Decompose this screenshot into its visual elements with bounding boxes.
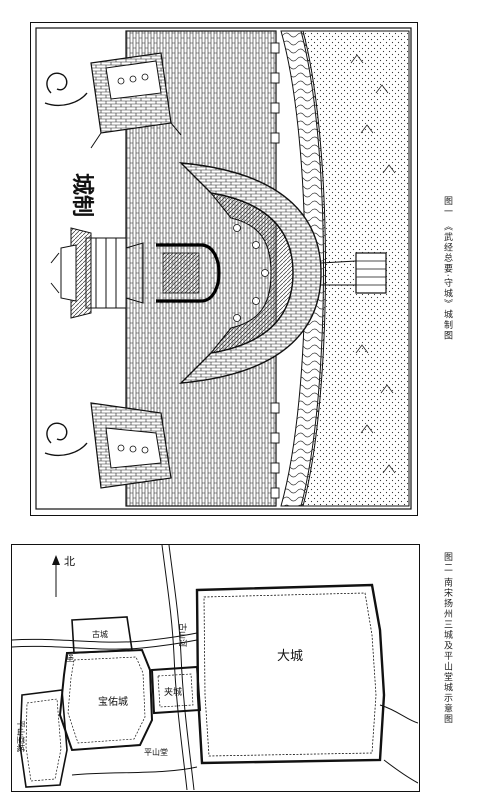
- da-cheng-outline: [195, 583, 386, 765]
- bao-you-cheng-label: 宝佑城: [98, 695, 128, 708]
- figure-yangzhou-three-cities-map: 北 大城 古山河 夹城 宝佑城: [11, 544, 420, 792]
- city-plan-title: 城制: [69, 173, 95, 217]
- ping-shan-tang-label: 平山堂: [144, 747, 168, 757]
- yangzhou-map-drawing: 北 大城 古山河 夹城 宝佑城: [12, 545, 418, 790]
- north-label: 北: [64, 555, 75, 568]
- north-arrow-icon: [52, 555, 60, 597]
- gu-cheng-label: 古城: [92, 629, 108, 639]
- city-plan-drawing: 城制: [35, 27, 412, 510]
- figure-city-plan-woodblock: 城制: [30, 22, 418, 516]
- gu-shan-he-label: 古山河: [178, 623, 188, 647]
- figure-2-caption: 图二 南宋扬州三城及平山堂城示意图: [442, 552, 452, 725]
- jia-cheng-label: 夹城: [164, 686, 182, 698]
- da-cheng-label: 大城: [277, 649, 303, 664]
- figure-1-caption: 图一 《武经总要·守城》城制图: [442, 196, 452, 342]
- ping-shan-tang-cheng-label: 平山堂城: [16, 720, 26, 752]
- bao-cheng-label: 堡: [66, 653, 74, 663]
